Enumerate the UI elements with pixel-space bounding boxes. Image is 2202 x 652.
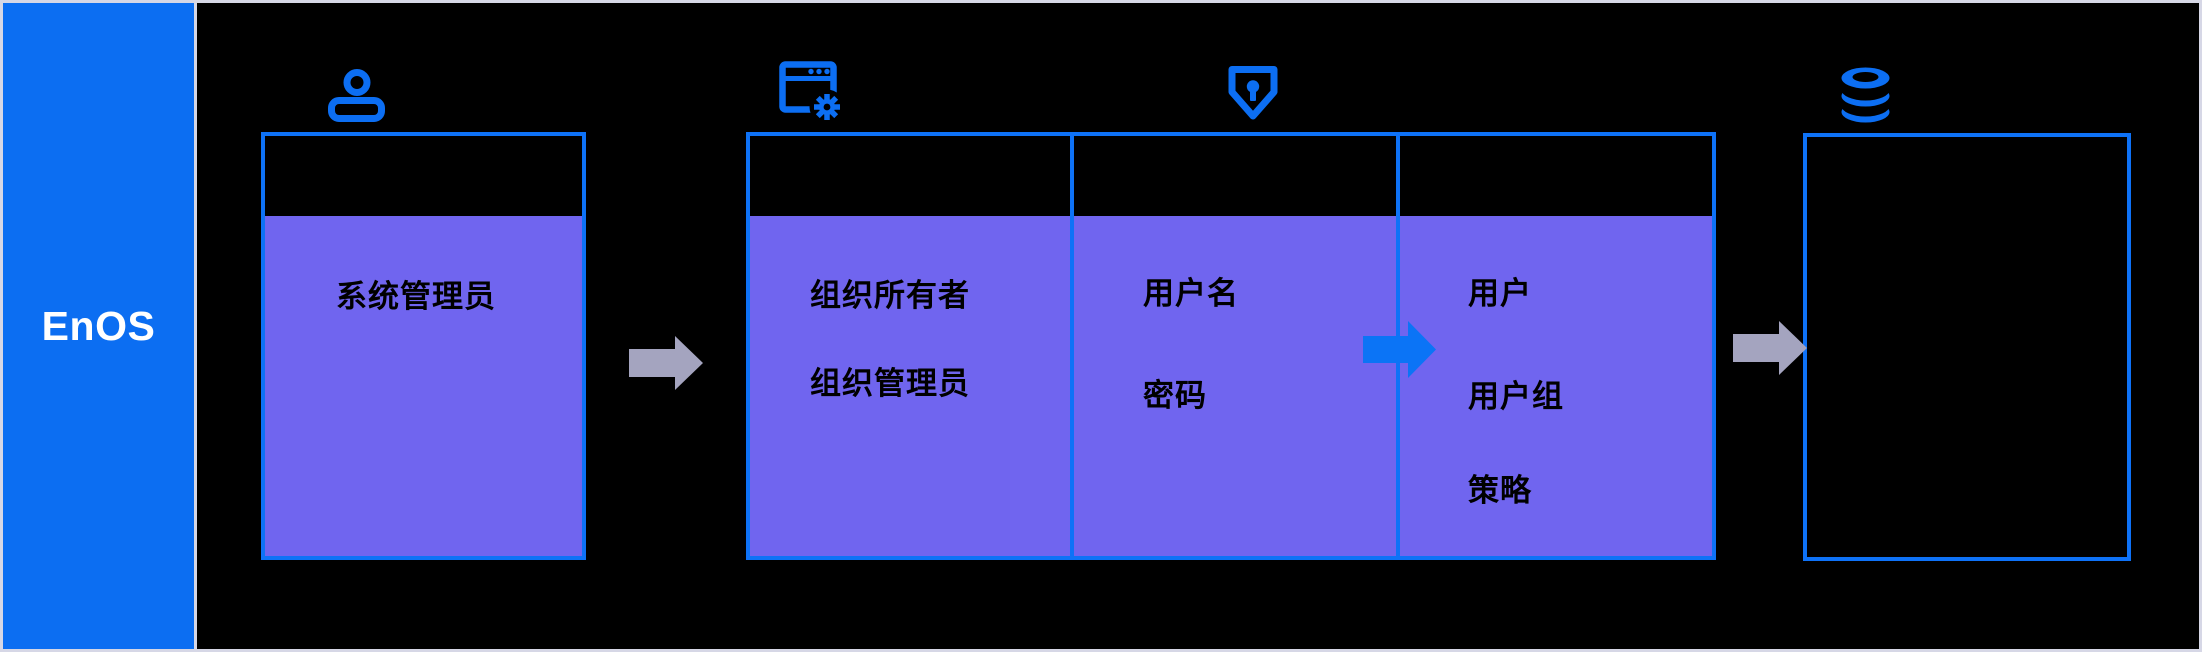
admin-box [261,132,586,560]
password-label: 密码 [1143,378,1207,413]
org-login-iam-group [746,132,1716,560]
policy-label: 策略 [1468,473,1532,508]
enos-platform-band: EnOS [3,3,197,649]
org-owner-label: 组织所有者 [810,278,970,313]
flow-arrow-login-to-iam [1363,321,1436,378]
username-label: 用户名 [1143,276,1239,311]
admin-box-header [265,136,582,216]
group-header [750,136,1712,216]
user-icon [328,69,385,122]
enos-brand-label: EnOS [41,302,156,349]
divider-org-login [1070,136,1074,556]
database-icon [1840,65,1891,125]
org-admin-label: 组织管理员 [810,366,970,401]
user-label: 用户 [1468,276,1532,311]
user-group-label: 用户组 [1468,379,1564,414]
app-window-gear-icon [779,61,845,125]
shield-keyhole-icon [1225,63,1281,123]
flow-arrow-iam-to-resource [1733,321,1807,375]
resource-box [1803,133,2131,561]
flow-arrow-admin-to-org [629,336,703,390]
admin-box-label: 系统管理员 [336,279,496,314]
